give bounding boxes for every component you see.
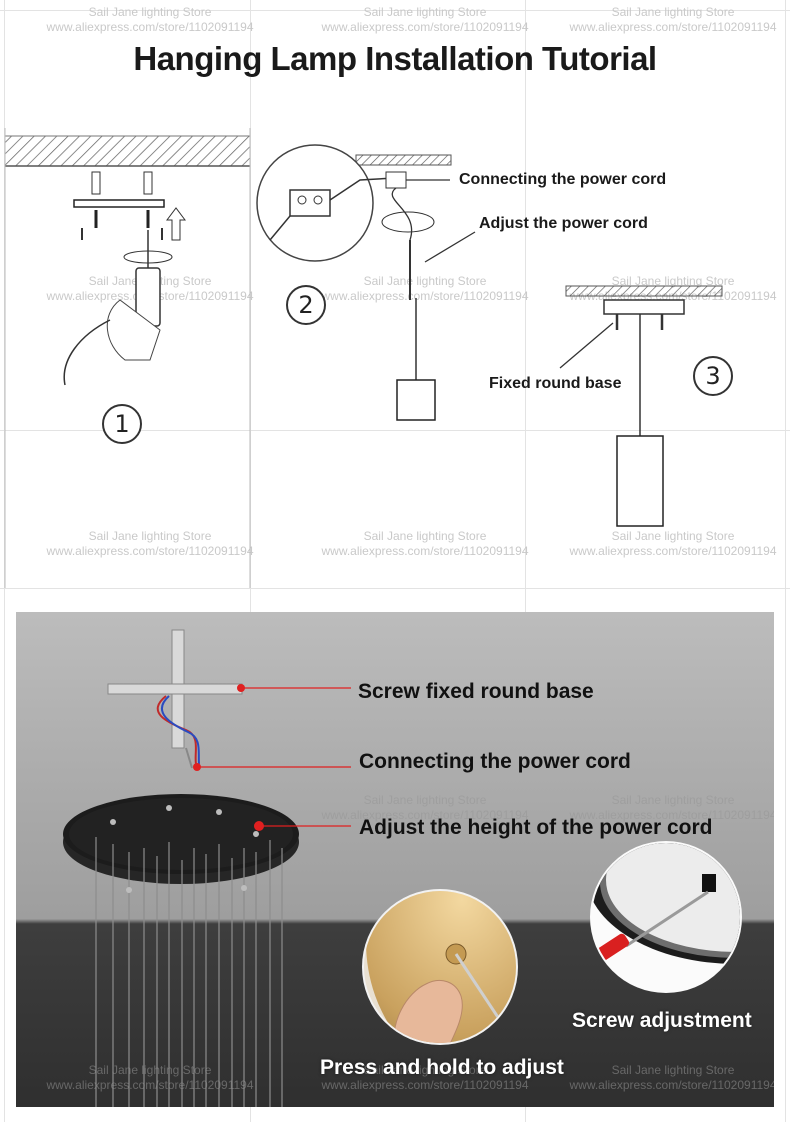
page-title: Hanging Lamp Installation Tutorial	[133, 40, 657, 77]
grid-line	[525, 0, 526, 1122]
marker-adjust	[254, 821, 351, 831]
grid-line	[0, 430, 790, 431]
grid-line	[0, 10, 790, 11]
connect-cord-label: Connecting the power cord	[459, 171, 667, 188]
step-2-illustration	[256, 144, 476, 421]
adjust-cord-label: Adjust the power cord	[479, 215, 648, 232]
installation-diagram	[4, 128, 723, 588]
screw-adjustment-label: Screw adjustment	[572, 1009, 752, 1032]
step-1-illustration	[4, 128, 251, 588]
marker-connect	[193, 763, 351, 771]
press-hold-label: Press and hold to adjust	[320, 1056, 564, 1079]
screw-base-label: Screw fixed round base	[358, 680, 594, 703]
grid-line	[785, 0, 786, 1122]
step-3-badge: 3	[693, 356, 733, 396]
step-3-illustration	[559, 285, 723, 527]
connect-cord-photo-label: Connecting the power cord	[359, 750, 631, 773]
adjust-height-label: Adjust the height of the power cord	[359, 816, 713, 839]
step-1-badge: 1	[102, 404, 142, 444]
grid-line	[0, 588, 790, 589]
step-2-badge: 2	[286, 285, 326, 325]
fixed-base-label: Fixed round base	[489, 375, 622, 392]
marker-screw-base	[237, 684, 351, 692]
